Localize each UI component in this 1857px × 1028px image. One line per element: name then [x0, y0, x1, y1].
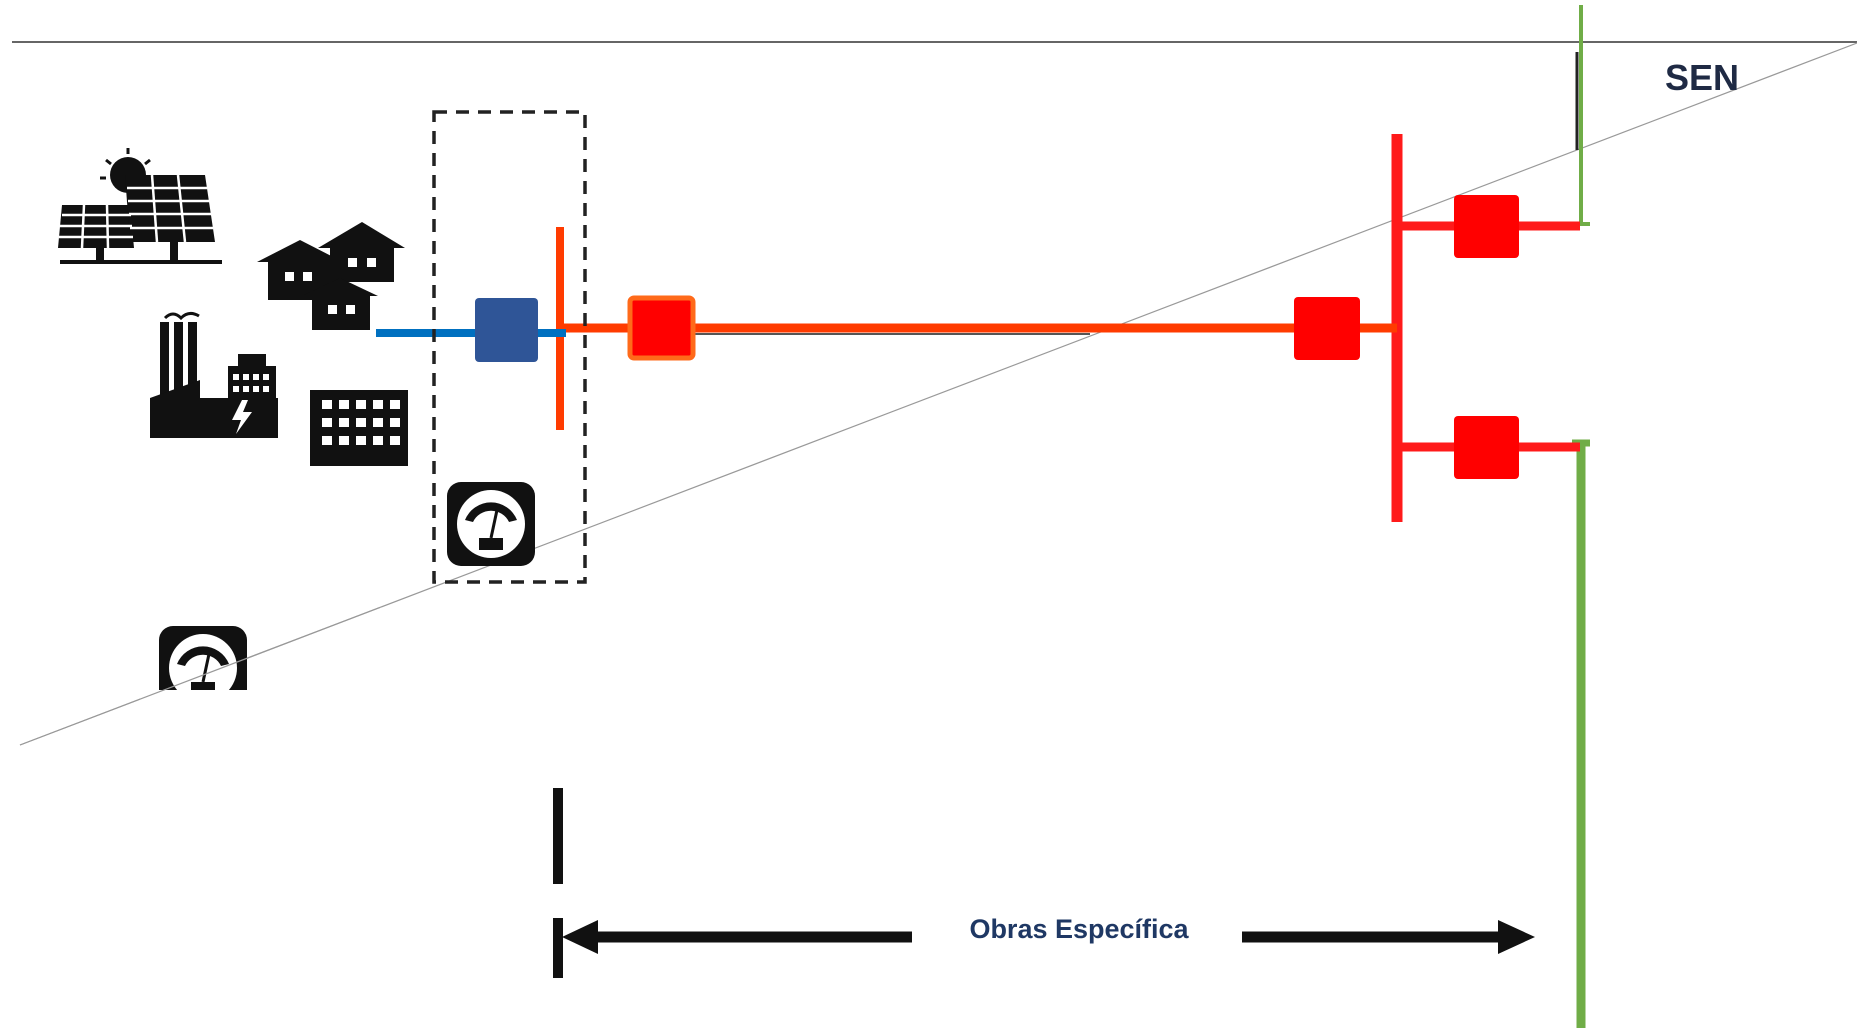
- houses-icon: [257, 222, 405, 330]
- meter-icon: [159, 626, 247, 710]
- building-icon: [310, 390, 408, 466]
- customer-breaker: [475, 298, 538, 362]
- breaker-upper: [1454, 195, 1519, 258]
- sen-label: SEN: [1665, 57, 1739, 98]
- breaker-customer-side: [627, 295, 696, 361]
- factory-icon: [150, 311, 278, 438]
- breaker-substation-side: [1294, 297, 1360, 360]
- meter-icon-mask: [140, 690, 280, 750]
- obras-especifica-label: Obras Específica: [969, 914, 1189, 944]
- meter-icon: [447, 482, 535, 566]
- diagonal-line-overlay: [19, 606, 381, 746]
- customer-boundary-box: [432, 110, 587, 584]
- arrowhead-left: [562, 920, 598, 954]
- solar-panel-icon: [58, 148, 222, 264]
- breaker-lower: [1454, 416, 1519, 479]
- arrowhead-right: [1498, 920, 1535, 954]
